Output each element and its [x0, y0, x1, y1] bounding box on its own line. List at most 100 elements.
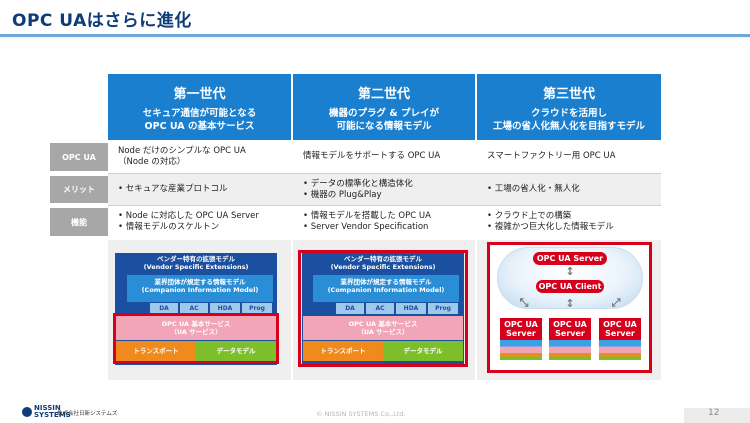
gen3-desc2: 工場の省人化無人化を目指すモデル [492, 121, 645, 132]
vendor-sub-label: (Vendor Specific Extensions) [143, 263, 249, 271]
row-divider [108, 173, 661, 174]
gen3-name: 第三世代 [542, 87, 595, 102]
stack-datamodel: データモデル [383, 341, 463, 361]
node-label: OPC UA [603, 320, 637, 329]
arrow-up-down-icon: ↕ [565, 297, 575, 310]
box-prog: Prog [242, 303, 272, 314]
header-gen3: 第三世代 クラウドを活用し 工場の省人化無人化を目指すモデル [477, 74, 661, 140]
node-stack-3 [599, 340, 641, 360]
cell-line: • Server Vendor Specification [303, 222, 429, 232]
base-sub-label: （UA サービス） [357, 328, 409, 336]
vendor-label: ベンダー特有の拡張モデル [344, 255, 422, 263]
cell-merit-gen2: • データの標準化と構造体化 • 機器の Plug&Play [293, 174, 475, 205]
arrow-diagonal-icon: ⤡ [519, 296, 529, 309]
row-merit-bg [108, 174, 661, 205]
cell-merit-gen3: • 工場の省人化・無人化 [477, 174, 661, 205]
cell-line: （Node の対応） [118, 156, 186, 167]
cell-opcua-gen1: Node だけのシンプルな OPC UA （Node の対応） [108, 140, 291, 173]
node-sub-label: Server [605, 329, 635, 338]
box-hda: HDA [210, 303, 240, 314]
base-label: OPC UA 基本サービス [348, 320, 418, 328]
node-label: OPC UA [504, 320, 538, 329]
page-number-bg [684, 408, 750, 423]
highlight-frame-gen2 [298, 250, 468, 367]
cell-function-gen3: • クラウド上での構築 • 複雑かつ巨大化した情報モデル [477, 206, 661, 238]
copyright: © NISSIN SYSTEMS Co.,Ltd. [316, 410, 406, 418]
stack-companion-layer: 業界団体が規定する情報モデル (Companion Information Mo… [313, 275, 459, 302]
cell-line: • データの標準化と構造体化 [303, 178, 413, 189]
stack-transport: トランスポート [303, 341, 383, 361]
cell-merit-gen1: • セキュアな産業プロトコル [108, 174, 291, 205]
slide-title: OPC UAはさらに進化 [12, 11, 192, 31]
box-da: DA [336, 303, 364, 314]
page-number: 12 [708, 408, 720, 418]
box-ac: AC [180, 303, 208, 314]
header-gen1: 第一世代 セキュア通信が可能となる OPC UA の基本サービス [108, 74, 291, 140]
cell-line: • 機器の Plug&Play [303, 189, 382, 200]
cell-line: • Node に対応した OPC UA Server [118, 211, 259, 221]
cell-opcua-gen2: 情報モデルをサポートする OPC UA [293, 140, 475, 173]
vendor-sub-label: (Vendor Specific Extensions) [330, 263, 436, 271]
row-label-function: 機能 [50, 208, 108, 236]
gen2-name: 第二世代 [357, 87, 410, 102]
company-name: 株式会社日新システムズ [57, 411, 118, 417]
base-sub-label: （UA サービス） [170, 328, 222, 336]
cell-line: • 情報モデルを搭載した OPC UA [303, 211, 431, 221]
row-opcua-bg [108, 140, 661, 173]
cell-function-gen1: • Node に対応した OPC UA Server • 情報モデルのスケルトン [108, 206, 291, 238]
title-shade [0, 37, 750, 41]
companion-sub-label: (Companion Information Model) [141, 286, 259, 294]
vendor-label: ベンダー特有の拡張モデル [157, 255, 235, 263]
gen2-desc1: 機器のプラグ & プレイが [329, 108, 439, 119]
stack-companion-layer: 業界団体が規定する情報モデル (Companion Information Mo… [127, 275, 273, 302]
row-label-opcua: OPC UA [50, 143, 108, 171]
gen1-desc1: セキュア通信が可能となる [142, 108, 257, 119]
node-server-1: OPC UA Server [500, 318, 542, 340]
cell-line: • クラウド上での構築 [487, 211, 572, 221]
companion-label: 業界団体が規定する情報モデル [154, 278, 246, 286]
stack-datamodel: データモデル [196, 341, 276, 361]
base-label: OPC UA 基本サービス [161, 320, 231, 328]
companion-label: 業界団体が規定する情報モデル [340, 278, 432, 286]
row-label-merit: メリット [50, 176, 108, 203]
box-hda: HDA [396, 303, 426, 314]
cell-line: • 工場の省人化・無人化 [487, 184, 580, 194]
arrow-diagonal-icon: ⤢ [611, 296, 621, 309]
highlight-frame-gen1 [113, 313, 279, 364]
cell-line: スマートファクトリー用 OPC UA [487, 151, 616, 161]
row-divider [108, 205, 661, 206]
node-server-3: OPC UA Server [599, 318, 641, 340]
node-server-2: OPC UA Server [549, 318, 591, 340]
cell-function-gen2: • 情報モデルを搭載した OPC UA • Server Vendor Spec… [293, 206, 475, 238]
cell-line: 情報モデルをサポートする OPC UA [303, 151, 441, 161]
opcua-client-pill: OPC UA Client [536, 280, 604, 293]
stack-base-service: OPC UA 基本サービス （UA サービス） [116, 316, 276, 340]
node-sub-label: Server [506, 329, 536, 338]
gen3-desc1: クラウドを活用し [530, 108, 607, 119]
cell-line: • 複雑かつ巨大化した情報モデル [487, 222, 614, 232]
arrow-up-down-icon: ↕ [565, 265, 575, 278]
company-logo-text: NISSIN SYSTEMS [34, 405, 71, 419]
companion-sub-label: (Companion Information Model) [327, 286, 445, 294]
node-sub-label: Server [555, 329, 585, 338]
stack-base-service: OPC UA 基本サービス （UA サービス） [303, 316, 463, 340]
logo-line: NISSIN [34, 404, 61, 412]
title-underline [0, 34, 750, 37]
gen2-desc2: 可能になる情報モデル [336, 121, 432, 132]
cell-opcua-gen3: スマートファクトリー用 OPC UA [477, 140, 661, 173]
logo-line: SYSTEMS [34, 411, 71, 419]
node-stack-2 [549, 340, 591, 360]
box-prog: Prog [428, 303, 458, 314]
node-stack-1 [500, 340, 542, 360]
gen1-name: 第一世代 [173, 87, 226, 102]
box-da: DA [150, 303, 178, 314]
cell-line: • セキュアな産業プロトコル [118, 184, 228, 194]
company-logo-icon [22, 407, 32, 417]
header-gen2: 第二世代 機器のプラグ & プレイが 可能になる情報モデル [293, 74, 475, 140]
box-ac: AC [366, 303, 394, 314]
row-function-bg [108, 206, 661, 238]
cell-line: Node だけのシンプルな OPC UA [118, 145, 246, 156]
node-label: OPC UA [553, 320, 587, 329]
gen1-desc2: OPC UA の基本サービス [144, 121, 255, 132]
cell-line: • 情報モデルのスケルトン [118, 222, 220, 232]
